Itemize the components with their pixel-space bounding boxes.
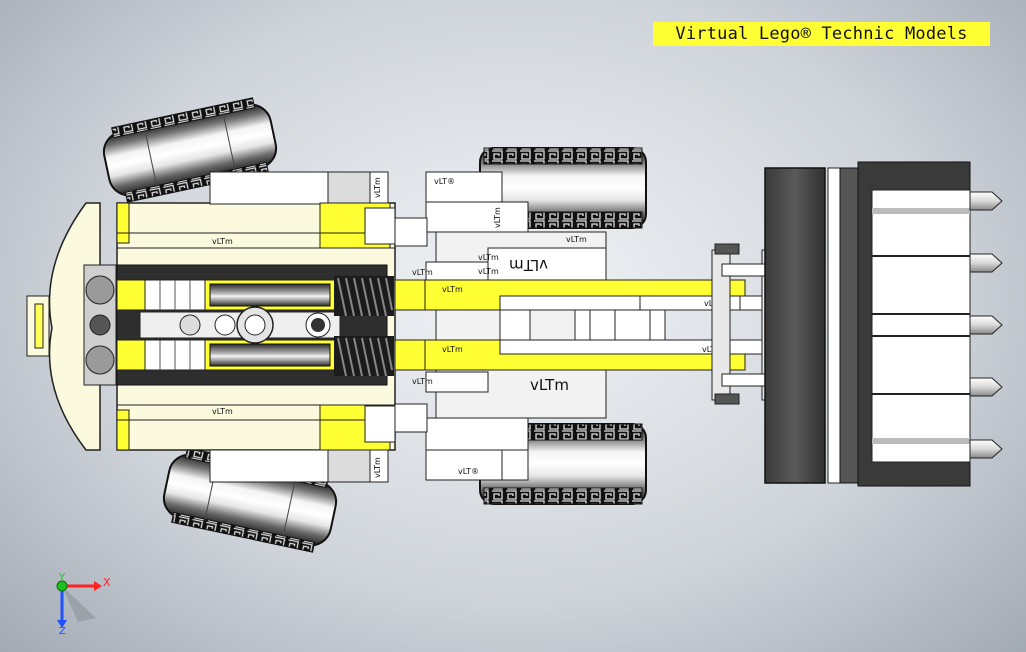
brick-label: vLTm [530, 376, 569, 394]
watermark-banner: Virtual Lego® Technic Models [653, 22, 990, 46]
brick-label: vLTm [412, 377, 433, 386]
rear-left-tire [102, 97, 278, 203]
y-axis-marker [56, 580, 68, 592]
loader-bucket [764, 161, 1003, 487]
y-axis-label: Y [58, 572, 66, 583]
coordinate-triad: X Y Z [56, 572, 111, 634]
brick-label: vLTm [478, 267, 499, 276]
brick-label: vLTm [212, 407, 233, 416]
brick-label: vLTm [442, 285, 463, 294]
brick-label: vLTm [509, 256, 548, 274]
brick-label: vLTm [478, 253, 499, 262]
rear-counterweight [26, 202, 117, 451]
brick-label: vLTm [412, 268, 433, 277]
rear-chassis: vLTm vLTm vLTm vLTm [116, 171, 426, 483]
x-axis-label: X [103, 576, 111, 589]
brick-label: vLTm [566, 235, 587, 244]
brick-label: vLTm [373, 457, 382, 478]
x-axis-arrowhead [94, 581, 102, 591]
brick-label: vLTm [442, 345, 463, 354]
brick-label: vLTm [212, 237, 233, 246]
brick-label: vLT® [434, 177, 455, 186]
z-axis-arrowhead [57, 620, 67, 628]
z-axis-label: Z [59, 626, 66, 634]
brick-label: vLT® [458, 467, 479, 476]
brick-label: vLTm [373, 177, 382, 198]
brick-label: vLTm [493, 207, 502, 228]
